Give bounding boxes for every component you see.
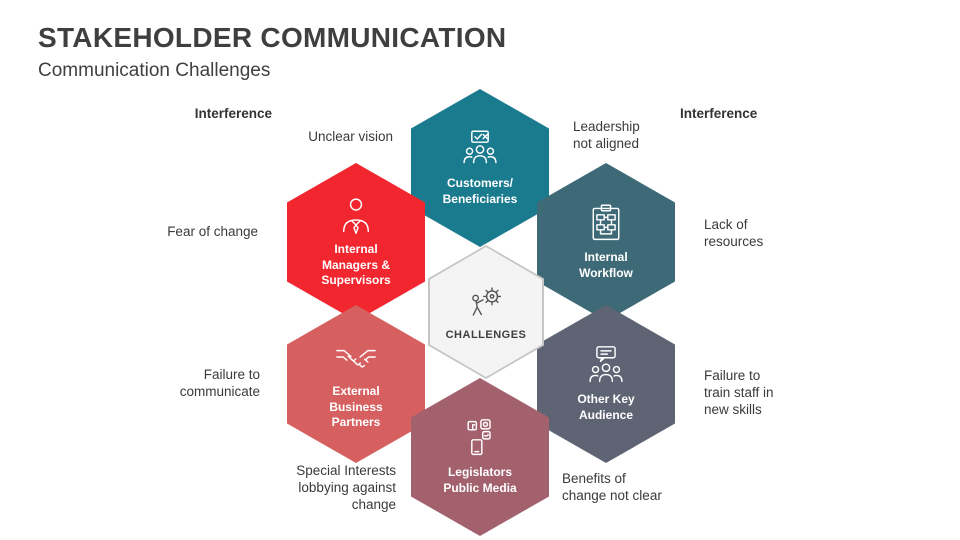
hexagon-label: Internal Managers & Supervisors: [321, 242, 391, 288]
hexagon-label: Legislators Public Media: [443, 464, 517, 495]
callout-unclear-vision: Unclear vision: [308, 129, 393, 144]
handshake-icon: [333, 337, 379, 377]
page-subtitle: Communication Challenges: [38, 60, 271, 81]
gear-person-icon: [465, 283, 507, 321]
callout-interference-right: Interference: [680, 106, 758, 121]
center-hexagon-challenges: CHALLENGES: [430, 247, 542, 377]
hexagon-external-business-partners: External Business Partners: [287, 305, 425, 463]
hexagon-internal-managers-supervisors: Internal Managers & Supervisors: [287, 163, 425, 321]
hexagon-other-key-audience: Other Key Audience: [537, 305, 675, 463]
callout-interference-left: Interference: [194, 106, 272, 121]
hexagon-legislators-public-media: Legislators Public Media: [411, 378, 549, 536]
callout-benefits-not-clear: Benefits of change not clear: [562, 471, 662, 503]
hexagon-label: Other Key Audience: [577, 391, 635, 422]
page-title: STAKEHOLDER COMMUNICATION: [38, 22, 507, 53]
center-hexagon-border: CHALLENGES: [428, 245, 544, 379]
callout-failure-to-train-staff: Failure to train staff in new skills: [704, 368, 774, 417]
callout-special-interests-lobbying: Special Interests lobbying against chang…: [296, 463, 396, 512]
hexagon-label: External Business Partners: [329, 384, 383, 430]
callout-lack-of-resources: Lack of resources: [704, 217, 764, 249]
callout-leadership-not-aligned: Leadership not aligned: [573, 119, 640, 151]
center-hexagon-label: CHALLENGES: [445, 329, 527, 341]
flowchart-icon: [584, 203, 628, 243]
team-check-icon: [458, 129, 502, 169]
social-media-icon: [458, 418, 502, 458]
hexagon-label: Customers/ Beneficiaries: [442, 175, 518, 206]
business-person-icon: [334, 195, 378, 235]
callout-failure-to-communicate: Failure to communicate: [179, 367, 260, 399]
callout-fear-of-change: Fear of change: [167, 224, 258, 239]
audience-chat-icon: [584, 345, 628, 385]
hexagon-customers-beneficiaries: Customers/ Beneficiaries: [411, 89, 549, 247]
hexagon-internal-workflow: Internal Workflow: [537, 163, 675, 321]
hexagon-label: Internal Workflow: [579, 249, 633, 280]
